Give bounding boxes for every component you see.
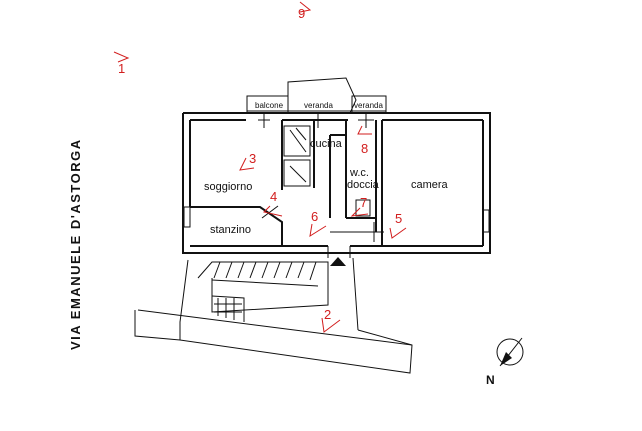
photo-marker-8: 8: [357, 125, 372, 156]
room-label-veranda-left: veranda: [304, 101, 333, 110]
interior-partitions: [190, 120, 383, 266]
room-label-balcone: balcone: [255, 101, 284, 110]
photo-marker-7: 7: [350, 195, 369, 217]
svg-text:8: 8: [361, 141, 368, 156]
photo-marker-4: 4: [263, 189, 283, 217]
room-label-soggiorno: soggiorno: [204, 181, 252, 193]
room-labels: soggiorno stanzino cucina w.c. doccia ca…: [204, 101, 449, 236]
north-arrow-icon: N: [486, 337, 524, 387]
svg-text:3: 3: [249, 151, 256, 166]
svg-text:9: 9: [298, 6, 305, 21]
north-label: N: [486, 373, 495, 387]
svg-text:1: 1: [118, 61, 125, 76]
photo-marker-1: 1: [113, 51, 130, 76]
room-label-camera: camera: [411, 179, 449, 191]
photo-marker-2: 2: [321, 307, 341, 333]
door-marks: [258, 112, 384, 242]
svg-text:2: 2: [324, 307, 331, 322]
photo-marker-6: 6: [309, 209, 327, 238]
photo-marker-5: 5: [389, 211, 407, 239]
photo-marker-9: 9: [298, 1, 312, 21]
room-label-doccia: doccia: [347, 179, 380, 191]
svg-text:6: 6: [311, 209, 318, 224]
photo-markers: 1 9 3 4 6 7 8 5: [113, 1, 407, 333]
balcony-veranda-annex: [246, 77, 387, 114]
street-label: VIA EMANUELE D'ASTORGA: [68, 138, 83, 350]
apartment-walls: [182, 112, 491, 254]
photo-marker-3: 3: [239, 151, 256, 171]
svg-text:4: 4: [270, 189, 277, 204]
room-label-wc: w.c.: [349, 167, 369, 179]
room-label-veranda-right: veranda: [354, 101, 383, 110]
svg-text:5: 5: [395, 211, 402, 226]
room-label-stanzino: stanzino: [210, 224, 251, 236]
room-label-cucina: cucina: [310, 138, 343, 150]
stairwell: [134, 257, 413, 374]
svg-text:7: 7: [360, 195, 367, 210]
